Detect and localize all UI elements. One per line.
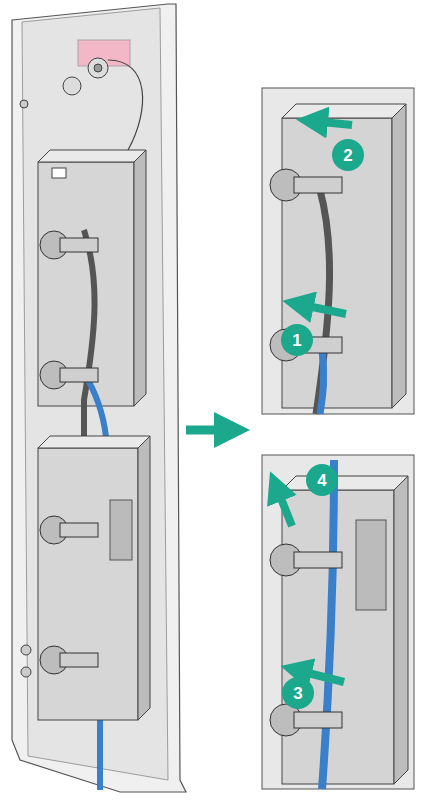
terminal-post	[60, 523, 98, 537]
blue-cable	[320, 350, 324, 414]
indicator	[21, 645, 31, 655]
step-arrow	[298, 304, 346, 314]
terminal-post	[60, 653, 98, 667]
module-top	[38, 436, 150, 448]
module-board	[356, 520, 386, 610]
terminal	[40, 516, 98, 674]
module-top	[282, 104, 406, 118]
module-side	[392, 104, 406, 408]
step-arrow	[312, 121, 352, 125]
terminal-post	[294, 712, 342, 728]
latch	[52, 168, 66, 178]
screw	[20, 100, 28, 108]
module-side	[138, 436, 150, 720]
callout-number: 1	[292, 332, 301, 349]
detail-view	[262, 455, 414, 789]
callout-number: 3	[293, 685, 302, 702]
power-module	[38, 162, 134, 406]
detail-view	[262, 88, 414, 414]
ground-screw	[88, 58, 108, 78]
step-arrow	[276, 486, 292, 526]
ground-screw	[63, 77, 81, 95]
step-arrow	[186, 426, 232, 435]
module-side	[134, 150, 146, 406]
device-panel	[12, 4, 186, 792]
indicator	[21, 667, 31, 677]
module-board	[110, 500, 132, 560]
terminal	[40, 231, 98, 389]
module-top	[38, 150, 146, 162]
terminal-post	[60, 368, 98, 382]
panel-face	[12, 4, 186, 792]
gray-cable	[316, 190, 330, 414]
power-module	[38, 448, 138, 720]
callout-number: 2	[343, 147, 352, 164]
ground-wire	[108, 60, 143, 150]
module-top	[282, 476, 408, 490]
terminal-post	[294, 177, 342, 193]
callout-circle	[332, 139, 364, 171]
callout-number: 4	[317, 472, 326, 489]
screw-head	[94, 64, 102, 72]
power-module	[282, 118, 392, 408]
terminal-post	[60, 238, 98, 252]
callout-circle	[306, 464, 338, 496]
terminal-post	[294, 552, 342, 568]
inset-frame	[262, 455, 414, 789]
module-side	[394, 476, 408, 784]
power-module	[282, 490, 394, 784]
callout-circle	[281, 324, 313, 356]
blue-cable	[322, 460, 334, 789]
inset-frame	[262, 88, 414, 414]
callout-circle	[282, 677, 314, 709]
